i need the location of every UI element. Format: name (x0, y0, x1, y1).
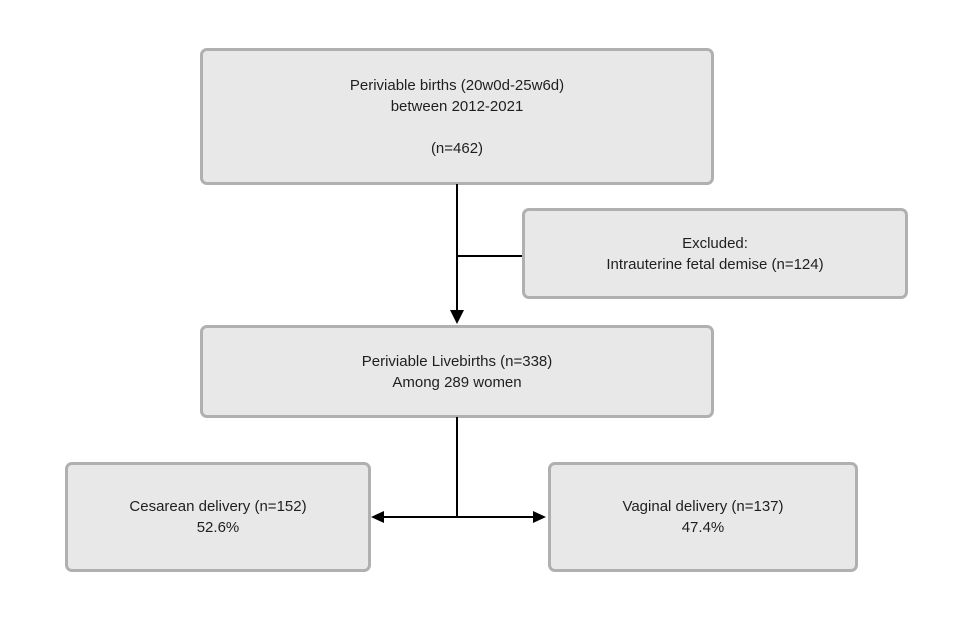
connector-livebirths-down-line (456, 417, 458, 517)
vaginal-percentage: 47.4% (681, 519, 725, 536)
arrowhead-left-icon (371, 511, 384, 523)
periviable-births-line-1: Periviable births (20w0d-25w6d) (349, 76, 565, 94)
cesarean-delivery-box: Cesarean delivery (n=152) 52.6% (65, 462, 371, 572)
livebirths-line-2: Among 289 women (392, 373, 522, 391)
excluded-box: Excluded: Intrauterine fetal demise (n=1… (522, 208, 908, 299)
arrowhead-right-icon (533, 511, 546, 523)
arrowhead-down-icon (450, 310, 464, 324)
connector-top-to-livebirths-line (456, 184, 458, 311)
excluded-line-1: Excluded: (682, 234, 748, 252)
periviable-births-count: (n=462) (430, 139, 484, 157)
cesarean-line-1: Cesarean delivery (n=152) (129, 498, 307, 515)
vaginal-delivery-box: Vaginal delivery (n=137) 47.4% (548, 462, 858, 572)
livebirths-box: Periviable Livebirths (n=338) Among 289 … (200, 325, 714, 418)
connector-split-line (384, 516, 534, 518)
livebirths-line-1: Periviable Livebirths (n=338) (361, 352, 553, 370)
cesarean-percentage: 52.6% (196, 519, 240, 536)
vaginal-line-1: Vaginal delivery (n=137) (622, 498, 784, 515)
connector-to-excluded-line (457, 255, 522, 257)
periviable-births-box: Periviable births (20w0d-25w6d) between … (200, 48, 714, 185)
periviable-births-line-2: between 2012-2021 (390, 97, 524, 115)
periviable-births-line-spacer (203, 117, 711, 138)
excluded-line-2: Intrauterine fetal demise (n=124) (606, 255, 824, 273)
